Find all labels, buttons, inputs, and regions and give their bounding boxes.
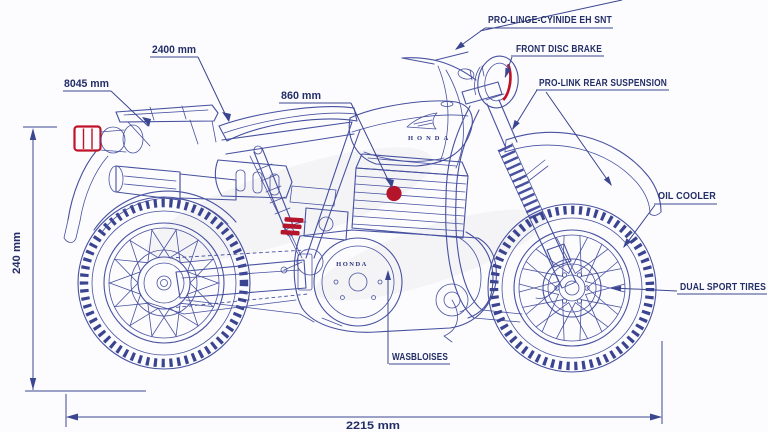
swingarm-pivot — [297, 253, 313, 291]
red-highlight-cooler — [280, 217, 304, 236]
airbox — [289, 185, 337, 207]
side-panel-vent — [269, 173, 280, 196]
front-tire-inner — [501, 217, 643, 359]
tank-wing-emblem — [406, 112, 438, 130]
front-disc-brake-rotor — [542, 258, 602, 318]
callout-leader-lines — [387, 0, 678, 364]
rear-wheel — [77, 196, 251, 370]
rear-sprocket — [130, 249, 198, 317]
tank-logo-text: HONDA — [408, 135, 450, 142]
rear-tire-outer — [77, 196, 251, 370]
taillight — [73, 124, 144, 154]
headlight-bracket — [485, 93, 505, 101]
callout-oil-cooler-label: OIL COOLER — [658, 191, 717, 202]
rear-drum-brake — [137, 256, 191, 310]
handlebar — [401, 51, 477, 81]
engine-badge-text: HONDA — [336, 261, 368, 268]
rear-rim-outer — [103, 222, 225, 344]
cooling-fins — [351, 175, 467, 232]
callout-front-disc-brake-label: FRONT DISC BRAKE — [516, 44, 602, 55]
front-wheel — [487, 203, 657, 373]
side-panel-vent — [235, 169, 246, 192]
front-wheel-spokes-cross — [518, 235, 626, 341]
front-rim-outer — [513, 229, 631, 347]
brake-lever — [435, 51, 469, 61]
front-tire-knobs — [489, 205, 655, 371]
red-highlight-dot — [386, 185, 402, 202]
taillight-lens-lines — [82, 128, 93, 149]
tail-rack — [115, 104, 219, 147]
callout-underlines — [389, 27, 767, 365]
front-tire-outer — [487, 203, 657, 373]
drive-chain-bottom — [169, 293, 309, 309]
fender-stays — [519, 159, 549, 187]
callout-dual-sport-tires-label: DUAL SPORT TIRES — [680, 282, 766, 293]
rear-tire-inner — [91, 210, 237, 356]
dim-label-2400: 2400 mm — [152, 44, 196, 56]
seat — [218, 106, 358, 142]
dim-label-2215: 2215 mm — [346, 420, 400, 432]
callout-pro-link-label: PRO-LINK REAR SUSPENSION — [539, 78, 667, 89]
dimension-2215-line — [38, 341, 663, 427]
dim-label-8045: 8045 mm — [64, 78, 109, 90]
headlight — [474, 55, 519, 109]
dim-label-underlines — [63, 56, 351, 104]
dimension-lines — [23, 56, 663, 427]
mud-flap — [63, 219, 81, 243]
front-fork — [437, 65, 577, 299]
front-fender — [504, 131, 662, 216]
shock-spring-coils — [256, 163, 291, 215]
triple-clamp — [461, 81, 503, 105]
fuel-tank: HONDA — [348, 100, 473, 167]
brake-caliper — [546, 243, 572, 268]
dim-label-860: 860 mm — [281, 90, 321, 102]
footpeg — [321, 317, 343, 327]
callout-cylinder-label: PRO-LINGE-CYINIDE EH SNT — [488, 15, 612, 26]
rear-wheel-spokes — [108, 228, 220, 338]
front-rim-inner — [518, 234, 626, 342]
gauge-cluster — [457, 68, 475, 80]
control-cables — [437, 65, 464, 169]
rear-downtubes — [305, 121, 361, 259]
dimension-240-line — [23, 126, 57, 392]
rear-brake-arm — [145, 301, 185, 315]
clutch-cover — [313, 237, 403, 327]
exhaust-muffler — [108, 165, 237, 201]
rear-tire-knobs — [79, 198, 249, 368]
crankcase — [293, 229, 497, 333]
swingarm — [169, 249, 313, 315]
dim-leaders — [110, 56, 392, 187]
brake-pedal-rod — [185, 299, 315, 323]
carburetor — [303, 207, 349, 241]
callout-leaders — [385, 0, 767, 365]
rear-wheel-spokes-cross — [108, 228, 220, 338]
dim-label-240: 240 mm — [11, 232, 23, 274]
engine: HONDA — [280, 153, 497, 343]
callout-wasbloises-label: WASBLOISES — [392, 352, 448, 363]
fork-gaiter — [498, 143, 544, 222]
sprocket-cover — [296, 248, 324, 276]
kick-lever — [443, 299, 458, 343]
seat-rails — [221, 121, 355, 155]
side-panel — [214, 159, 293, 199]
hand-grip — [401, 57, 435, 65]
